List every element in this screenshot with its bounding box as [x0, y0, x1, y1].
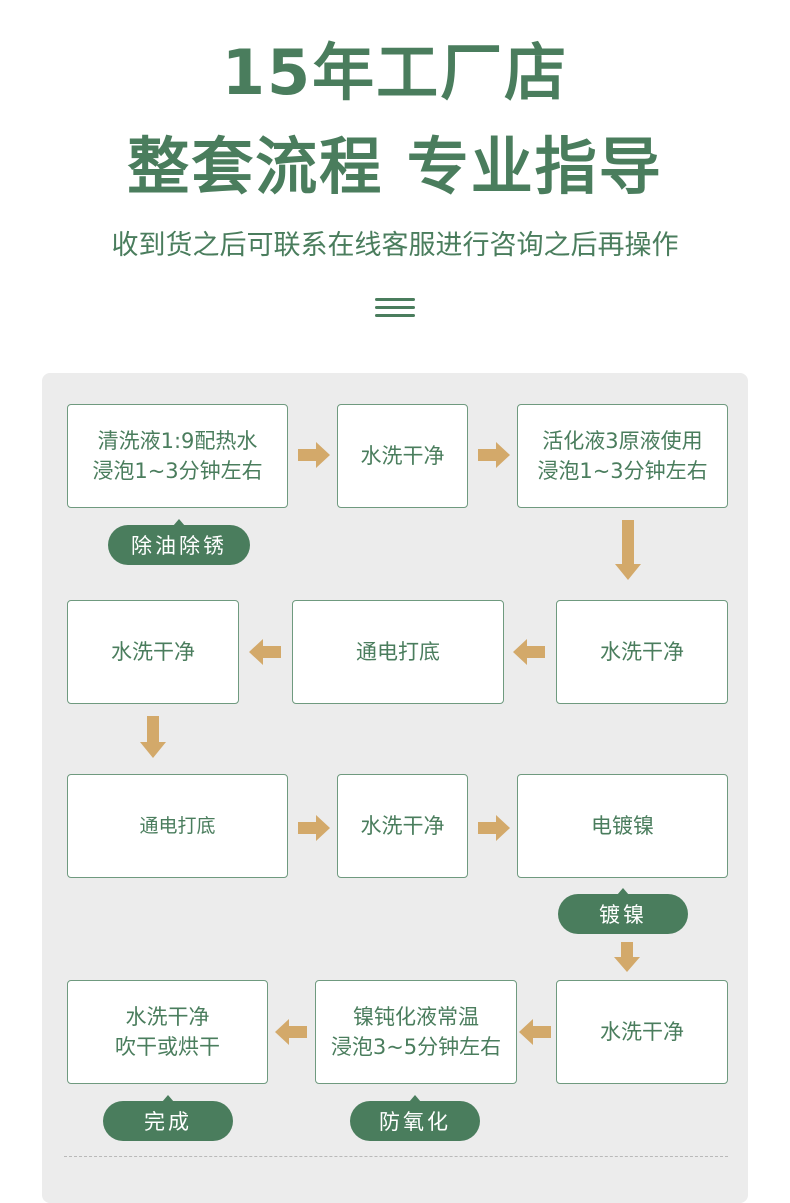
page-title-line2: 整套流程 专业指导 [127, 130, 663, 203]
tag-anti-oxidation: 防氧化 [350, 1095, 480, 1141]
arrow-right-icon [478, 442, 510, 468]
flow-step-4: 水洗干净 [556, 600, 728, 704]
flow-step-5-label: 通电打底 [356, 640, 440, 664]
dashed-divider [64, 1156, 728, 1157]
flow-step-9-label: 电镀镍 [591, 814, 654, 838]
flow-step-8: 水洗干净 [337, 774, 468, 878]
tag-degrease: 除油除锈 [108, 519, 250, 565]
flow-step-12: 水洗干净 吹干或烘干 [67, 980, 268, 1084]
page-subtitle: 收到货之后可联系在线客服进行咨询之后再操作 [111, 230, 679, 261]
flow-step-6-label: 水洗干净 [111, 640, 195, 664]
flow-step-2: 水洗干净 [337, 404, 468, 508]
arrow-down-icon [614, 942, 640, 972]
flow-step-10-label: 水洗干净 [600, 1020, 684, 1044]
arrow-down-icon [140, 716, 166, 758]
flow-step-5: 通电打底 [292, 600, 504, 704]
arrow-left-icon [275, 1019, 307, 1045]
flow-step-9: 电镀镍 [517, 774, 728, 878]
arrow-down-icon [615, 520, 641, 580]
flow-step-10: 水洗干净 [556, 980, 728, 1084]
flow-step-1: 清洗液1:9配热水 浸泡1~3分钟左右 [67, 404, 288, 508]
flow-step-7-label: 通电打底 [139, 815, 216, 837]
flow-step-11-label: 镍钝化液常温 浸泡3~5分钟左右 [330, 1005, 502, 1059]
flow-step-8-label: 水洗干净 [360, 814, 445, 838]
flow-step-3-label: 活化液3原液使用 浸泡1~3分钟左右 [537, 429, 708, 483]
page-title-line1: 15年工厂店 [221, 36, 569, 109]
arrow-right-icon [298, 815, 330, 841]
tag-nickel-plating: 镀镍 [558, 888, 688, 934]
flow-step-3: 活化液3原液使用 浸泡1~3分钟左右 [517, 404, 728, 508]
arrow-left-icon [519, 1019, 551, 1045]
arrow-left-icon [513, 639, 545, 665]
flow-step-4-label: 水洗干净 [600, 640, 684, 664]
flow-step-6: 水洗干净 [67, 600, 239, 704]
arrow-right-icon [298, 442, 330, 468]
arrow-right-icon [478, 815, 510, 841]
flow-step-7: 通电打底 [67, 774, 288, 878]
flow-step-2-label: 水洗干净 [360, 444, 445, 468]
arrow-left-icon [249, 639, 281, 665]
flow-step-1-label: 清洗液1:9配热水 浸泡1~3分钟左右 [92, 429, 263, 483]
tag-complete: 完成 [103, 1095, 233, 1141]
menu-lines-icon [375, 296, 415, 322]
flow-step-11: 镍钝化液常温 浸泡3~5分钟左右 [315, 980, 517, 1084]
flow-step-12-label: 水洗干净 吹干或烘干 [115, 1005, 220, 1059]
